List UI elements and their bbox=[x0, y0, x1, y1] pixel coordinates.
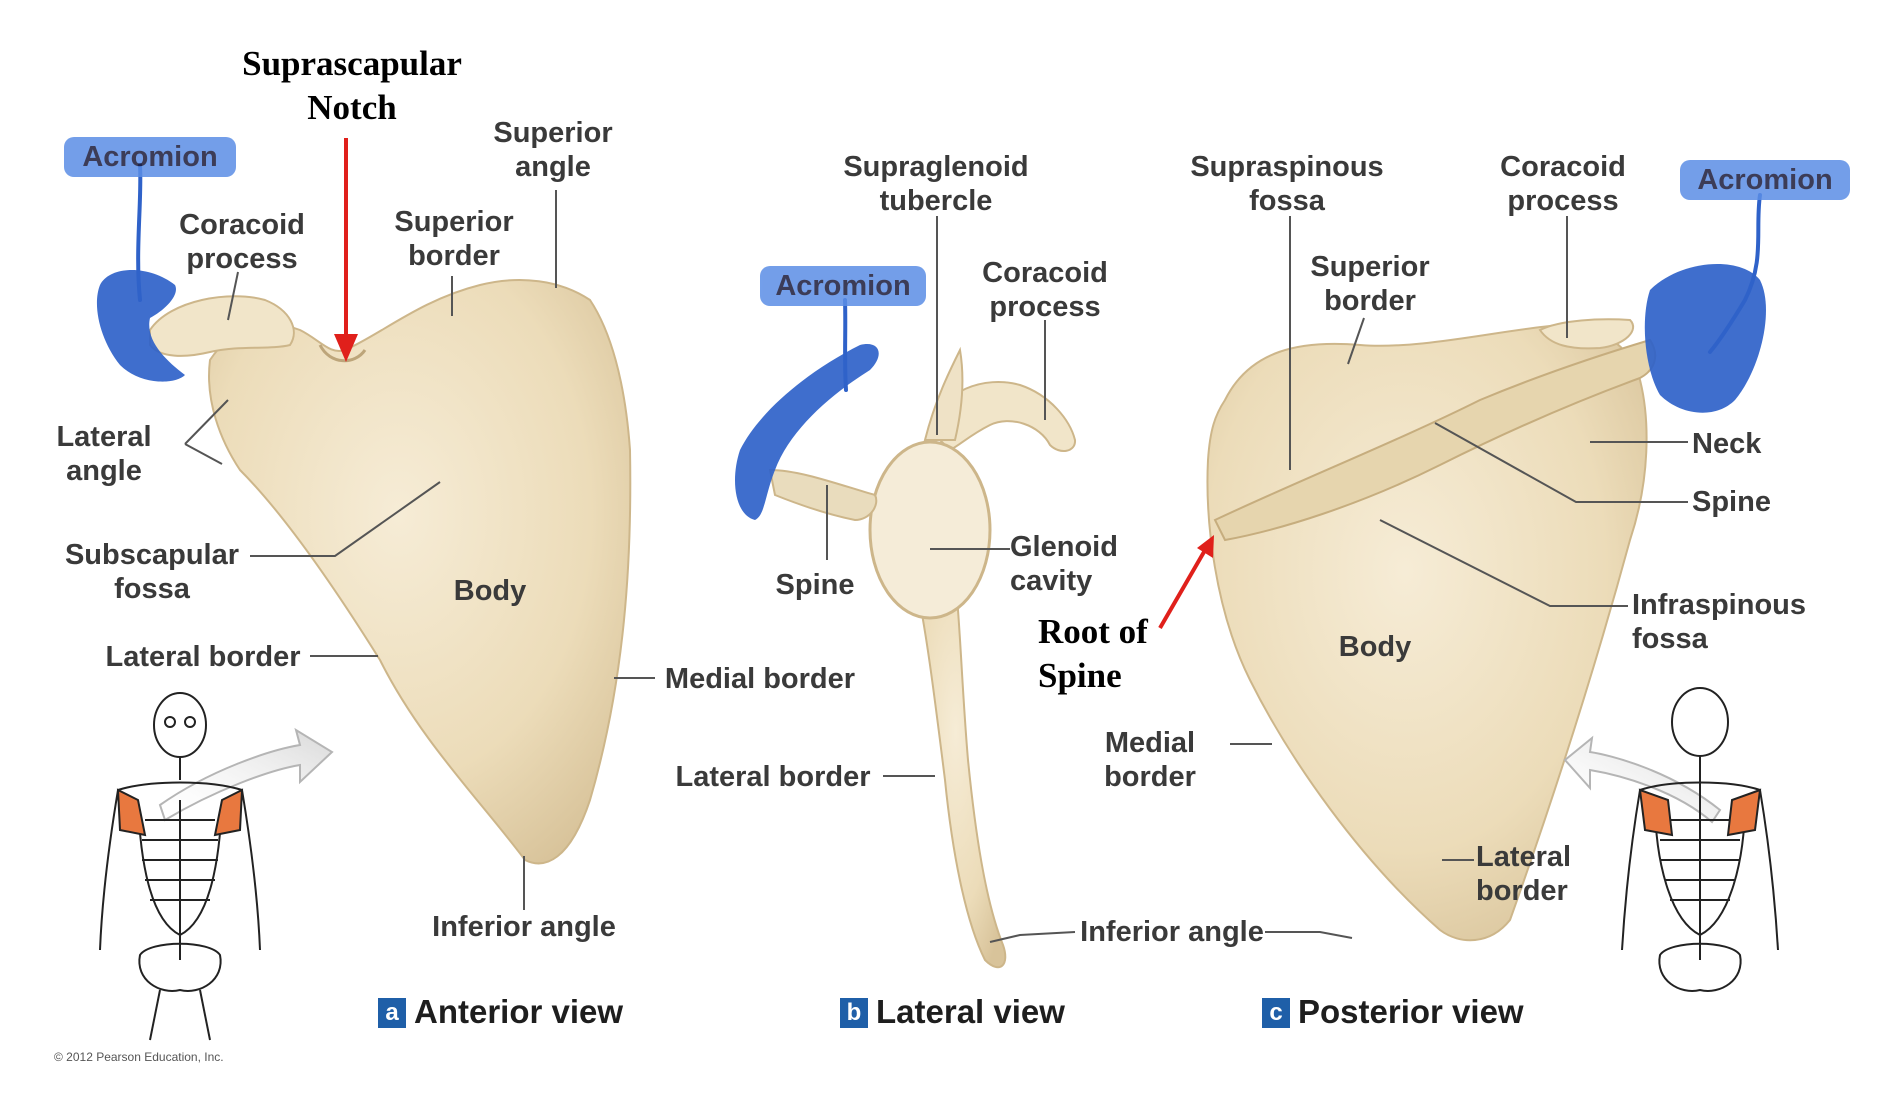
posterior-view-caption-text: Posterior view bbox=[1298, 993, 1524, 1030]
lateral-view-caption: b Lateral view bbox=[840, 992, 1065, 1032]
lateral-lateral-border-label: Lateral border bbox=[668, 760, 878, 794]
posterior-neck-label: Neck bbox=[1692, 427, 1782, 461]
posterior-infraspinous-label: Infraspinous fossa bbox=[1632, 588, 1832, 656]
anterior-medial-border-label: Medial border bbox=[660, 662, 860, 696]
anterior-view-caption: a Anterior view bbox=[378, 992, 623, 1032]
lateral-acromion-label: Acromion bbox=[760, 266, 926, 306]
anterior-skeleton-thumbnail bbox=[100, 693, 260, 1040]
anterior-coracoid-label: Coracoid process bbox=[168, 208, 316, 276]
caption-badge-b: b bbox=[840, 998, 868, 1028]
posterior-coracoid-label: Coracoid process bbox=[1488, 150, 1638, 218]
anterior-acromion-label: Acromion bbox=[64, 137, 236, 177]
posterior-body-label: Body bbox=[1330, 630, 1420, 664]
anterior-superior-border-label: Superior border bbox=[384, 205, 524, 273]
lateral-glenoid-label: Glenoid cavity bbox=[1010, 530, 1140, 598]
lateral-scapula-shaft bbox=[915, 575, 1005, 967]
anterior-view-caption-text: Anterior view bbox=[414, 993, 623, 1030]
anterior-scapula-body bbox=[209, 280, 630, 863]
suprascapular-notch-annotation: Suprascapular Notch bbox=[232, 42, 472, 130]
posterior-spine-label: Spine bbox=[1692, 485, 1792, 519]
posterior-acromion bbox=[1645, 264, 1766, 413]
lateral-supraglenoid-label: Supraglenoid tubercle bbox=[836, 150, 1036, 218]
anterior-superior-angle-label: Superior angle bbox=[488, 116, 618, 184]
anterior-inferior-angle-label: Inferior angle bbox=[426, 910, 622, 944]
anterior-lateral-angle-label: Lateral angle bbox=[44, 420, 164, 488]
lateral-spine-label: Spine bbox=[770, 568, 860, 602]
glenoid-cavity bbox=[870, 442, 990, 618]
posterior-skeleton-thumbnail bbox=[1622, 688, 1778, 991]
anterior-coracoid bbox=[150, 296, 294, 356]
posterior-medial-border-label: Medial border bbox=[1080, 726, 1220, 794]
lateral-process-stalk bbox=[925, 350, 962, 440]
posterior-inferior-angle-label: Inferior angle bbox=[1074, 915, 1270, 949]
anterior-lateral-border-label: Lateral border bbox=[98, 640, 308, 674]
posterior-supraspinous-label: Supraspinous fossa bbox=[1182, 150, 1392, 218]
lateral-coracoid-label: Coracoid process bbox=[970, 256, 1120, 324]
anterior-body-label: Body bbox=[445, 574, 535, 608]
caption-badge-a: a bbox=[378, 998, 406, 1028]
caption-badge-c: c bbox=[1262, 998, 1290, 1028]
posterior-acromion-label: Acromion bbox=[1680, 160, 1850, 200]
lateral-view-caption-text: Lateral view bbox=[876, 993, 1065, 1030]
lateral-spine bbox=[770, 470, 876, 520]
root-of-spine-annotation: Root of Spine bbox=[1038, 610, 1198, 698]
posterior-lateral-border-label: Lateral border bbox=[1476, 840, 1596, 908]
lateral-scapula bbox=[735, 344, 1075, 967]
anterior-subscapular-fossa-label: Subscapular fossa bbox=[54, 538, 250, 606]
posterior-view-caption: c Posterior view bbox=[1262, 992, 1524, 1032]
copyright-text: © 2012 Pearson Education, Inc. bbox=[54, 1050, 224, 1064]
posterior-superior-border-label: Superior border bbox=[1300, 250, 1440, 318]
